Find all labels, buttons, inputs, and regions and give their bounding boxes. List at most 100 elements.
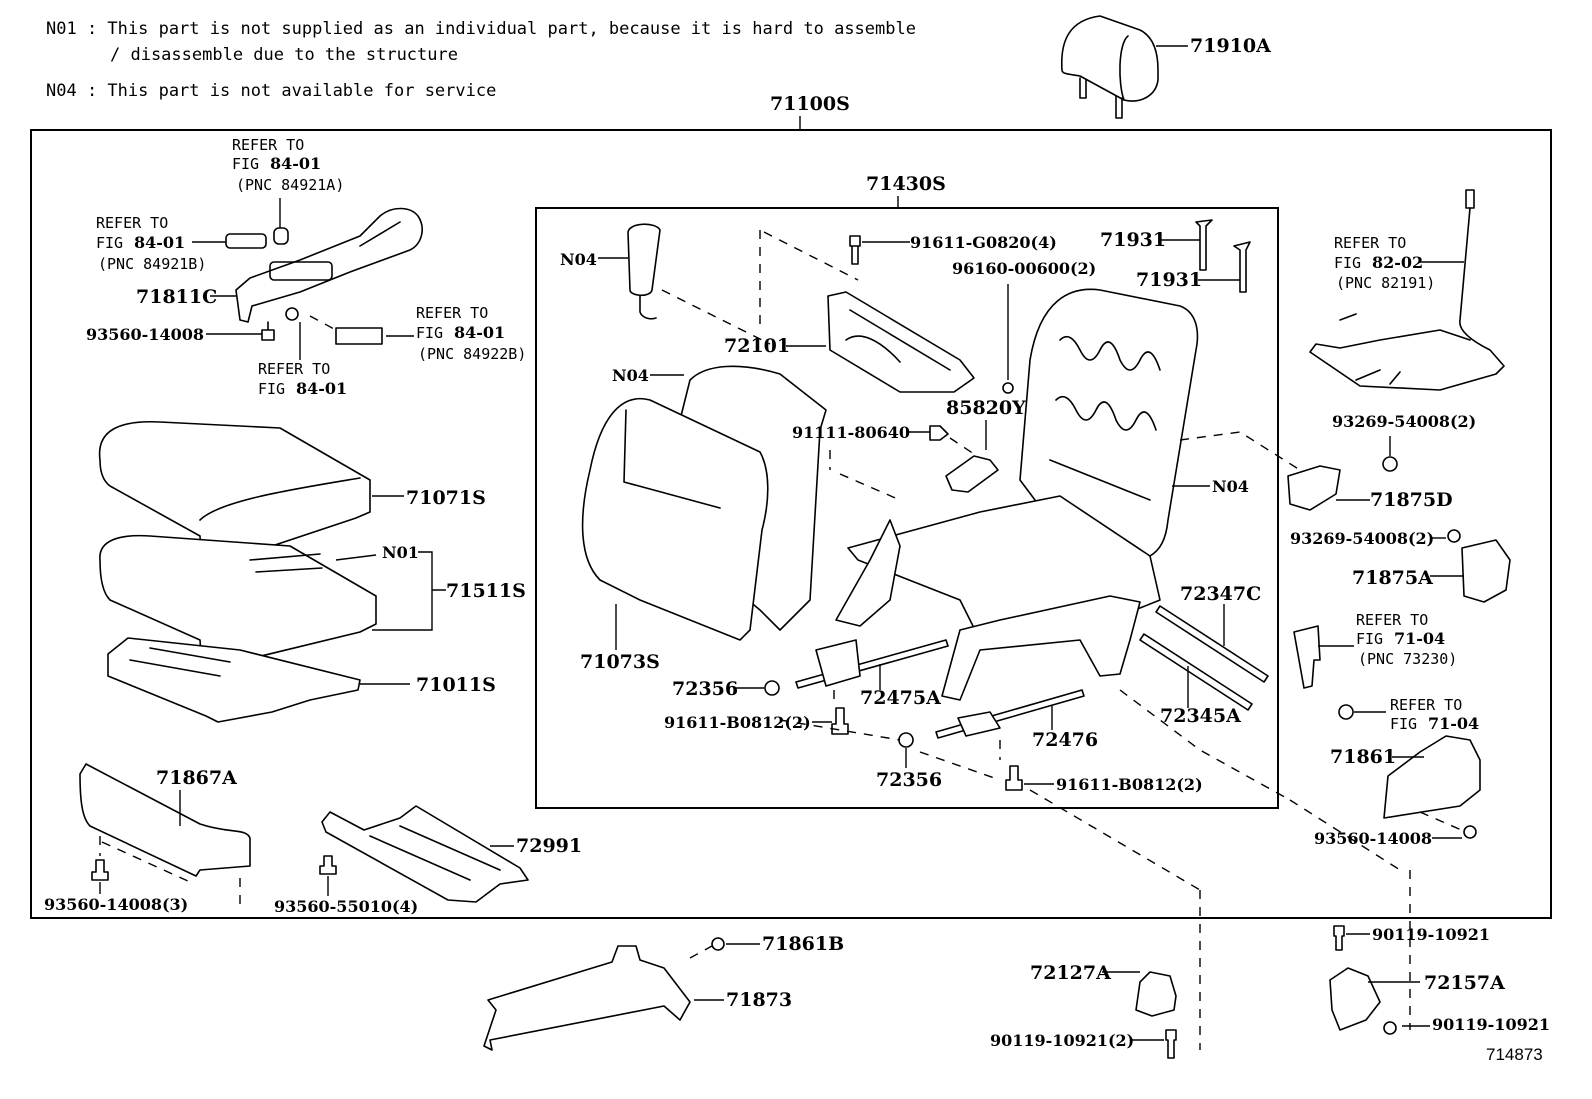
- bolt-icon: [1338, 704, 1354, 720]
- svg-text:(PNC 73230): (PNC 73230): [1358, 650, 1457, 668]
- part-72157a-cover[interactable]: [1329, 967, 1381, 1031]
- label-71861b[interactable]: 71861B: [762, 933, 844, 955]
- label-71511s[interactable]: 71511S: [446, 580, 526, 602]
- screw-icon: [1382, 456, 1398, 472]
- part-72101-adjuster[interactable]: [827, 291, 975, 393]
- part-72345a-rod[interactable]: [1139, 633, 1253, 711]
- ref-84921a[interactable]: REFER TO FIG 84-01 (PNC 84921A): [232, 136, 344, 194]
- seat-assembly-frame: [30, 129, 1552, 919]
- label-93269-54008-2a[interactable]: 93269-54008(2): [1332, 412, 1476, 431]
- label-71100s[interactable]: 71100S: [770, 93, 850, 115]
- part-71867a-shield[interactable]: [79, 763, 251, 877]
- part-71011s-cushion-frame[interactable]: [107, 637, 361, 723]
- clip-icon: [319, 855, 337, 875]
- part-71873-bracket[interactable]: [483, 945, 691, 1051]
- label-71430s[interactable]: 71430S: [866, 173, 946, 195]
- label-71873[interactable]: 71873: [726, 989, 792, 1011]
- label-71811c[interactable]: 71811C: [136, 286, 217, 308]
- ref-73230[interactable]: REFER TO FIG 71-04 (PNC 73230): [1356, 611, 1457, 668]
- label-90119-10921-a[interactable]: 90119-10921: [1372, 925, 1490, 944]
- label-93560-55010-4[interactable]: 93560-55010(4): [274, 897, 418, 916]
- part-71875d-cover[interactable]: [1287, 465, 1341, 511]
- part-71861-cover[interactable]: [1383, 735, 1481, 819]
- ref-71-04[interactable]: REFER TO FIG 71-04: [1390, 696, 1479, 733]
- label-71931-b[interactable]: 71931: [1136, 269, 1202, 291]
- label-72127a[interactable]: 72127A: [1030, 962, 1111, 984]
- label-72347c[interactable]: 72347C: [1180, 583, 1261, 605]
- label-91111-80640[interactable]: 91111-80640: [792, 423, 910, 442]
- label-n01[interactable]: N01: [382, 543, 419, 562]
- label-72356-a[interactable]: 72356: [672, 678, 738, 700]
- svg-text:71-04: 71-04: [1394, 629, 1445, 648]
- label-71875d[interactable]: 71875D: [1370, 489, 1453, 511]
- label-71875a[interactable]: 71875A: [1352, 567, 1433, 589]
- svg-text:84-01: 84-01: [134, 233, 185, 252]
- label-91611-g0820-4[interactable]: 91611-G0820(4): [910, 233, 1057, 252]
- label-n04-frame[interactable]: N04: [1212, 477, 1249, 496]
- seatbelt-buckle-icon: [1293, 625, 1321, 689]
- label-72356-b[interactable]: 72356: [876, 769, 942, 791]
- part-85820y-motor[interactable]: [945, 455, 999, 493]
- part-72356-nut-a[interactable]: [764, 680, 780, 696]
- ref-82191[interactable]: REFER TO FIG 82-02 (PNC 82191): [1334, 234, 1435, 292]
- svg-text:FIG: FIG: [258, 380, 285, 398]
- svg-text:FIG: FIG: [232, 155, 259, 173]
- label-71910a[interactable]: 71910A: [1190, 35, 1271, 57]
- screw-icon: [1463, 825, 1477, 839]
- label-91611-b0812-2a[interactable]: 91611-B0812(2): [664, 713, 811, 732]
- label-72991[interactable]: 72991: [516, 835, 582, 857]
- label-71867a[interactable]: 71867A: [156, 767, 237, 789]
- label-71073s[interactable]: 71073S: [580, 651, 660, 673]
- label-90119-10921-2[interactable]: 90119-10921(2): [990, 1031, 1134, 1050]
- bolt-icon: [849, 235, 861, 265]
- bolt-icon: [1165, 1029, 1177, 1059]
- ref-84-01[interactable]: REFER TO FIG 84-01: [258, 360, 347, 398]
- svg-text:FIG: FIG: [96, 234, 123, 252]
- label-72345a[interactable]: 72345A: [1160, 705, 1241, 727]
- label-72475a[interactable]: 72475A: [860, 687, 941, 709]
- label-n04-airbag[interactable]: N04: [560, 250, 597, 269]
- svg-text:(PNC 84921B): (PNC 84921B): [98, 255, 206, 273]
- part-71875a-cover[interactable]: [1461, 539, 1511, 603]
- part-seat-track-frame[interactable]: [835, 495, 1161, 701]
- part-72127a-cover[interactable]: [1135, 971, 1177, 1017]
- label-72157a[interactable]: 72157A: [1424, 972, 1505, 994]
- label-71931-a[interactable]: 71931: [1100, 229, 1166, 251]
- part-71811c-side-shield[interactable]: [235, 207, 423, 323]
- label-72476[interactable]: 72476: [1032, 729, 1098, 751]
- label-85820y[interactable]: 85820Y: [946, 397, 1026, 419]
- label-93560-14008-3[interactable]: 93560-14008(3): [44, 895, 188, 914]
- seatback-frame-assembly-frame: [535, 207, 1279, 809]
- label-71011s[interactable]: 71011S: [416, 674, 496, 696]
- bolt-icon: [929, 425, 949, 441]
- ref-84922b[interactable]: REFER TO FIG 84-01 (PNC 84922B): [416, 304, 526, 363]
- part-72991-cover[interactable]: [321, 805, 529, 903]
- headrest-guide-a[interactable]: [1195, 219, 1213, 271]
- label-71861[interactable]: 71861: [1330, 746, 1396, 768]
- label-71071s[interactable]: 71071S: [406, 487, 486, 509]
- part-71073s-seatback-cover[interactable]: [581, 365, 827, 641]
- label-96160-00600-2[interactable]: 96160-00600(2): [952, 259, 1096, 278]
- part-wire-harness[interactable]: [1309, 189, 1505, 391]
- part-seatback-frame[interactable]: [1019, 288, 1199, 557]
- svg-text:REFER TO: REFER TO: [1334, 234, 1406, 252]
- ref-84921b[interactable]: REFER TO FIG 84-01 (PNC 84921B): [96, 214, 206, 273]
- screw-93560-14008[interactable]: [261, 321, 275, 341]
- headrest-guide-b[interactable]: [1233, 241, 1251, 293]
- part-side-airbag[interactable]: [627, 223, 661, 320]
- part-headrest[interactable]: [1060, 15, 1159, 119]
- part-72356-nut-b[interactable]: [898, 732, 914, 748]
- part-72475a-screw-shaft[interactable]: [795, 639, 949, 689]
- label-72101[interactable]: 72101: [724, 335, 790, 357]
- part-72347c-rod[interactable]: [1155, 605, 1269, 683]
- figure-id: 714873: [1486, 1045, 1543, 1064]
- label-93269-54008-2b[interactable]: 93269-54008(2): [1290, 529, 1434, 548]
- label-90119-10921-b[interactable]: 90119-10921: [1432, 1015, 1550, 1034]
- label-93560-14008[interactable]: 93560-14008: [86, 325, 204, 344]
- note-n01: N01 : This part is not supplied as an in…: [46, 19, 916, 39]
- label-93560-14008-b[interactable]: 93560-14008: [1314, 829, 1432, 848]
- label-n04-pad[interactable]: N04: [612, 366, 649, 385]
- label-91611-b0812-2b[interactable]: 91611-B0812(2): [1056, 775, 1203, 794]
- switch-module-icon: [335, 327, 383, 345]
- svg-text:FIG: FIG: [1390, 715, 1417, 733]
